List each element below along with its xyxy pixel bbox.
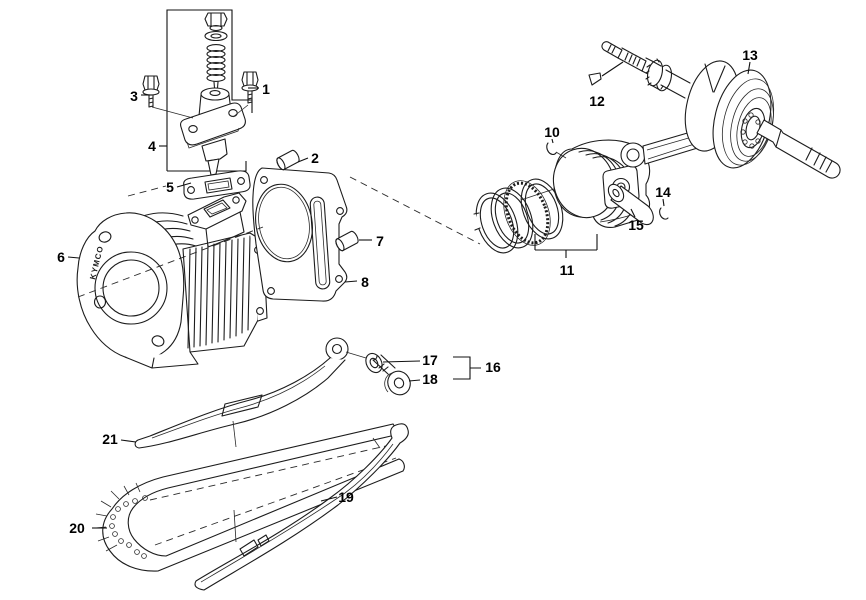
tensioner-assembly-drawing [181, 13, 246, 180]
head-gasket-drawing [250, 168, 347, 301]
woodruff-key-drawing [589, 62, 623, 85]
bolt1-alignment-line [233, 105, 248, 117]
dowel-pin-2-drawing [275, 149, 301, 171]
arm-washer-drawing [363, 351, 386, 376]
chain-guide-drawing [195, 424, 408, 590]
dowel-pin-7-drawing [334, 230, 360, 252]
flange-bolt-3-drawing [143, 76, 159, 107]
circlip-10-drawing [547, 143, 566, 158]
cylinder-drawing: KYMCO [77, 193, 267, 368]
arm-pivot-bolt-drawing [373, 355, 414, 399]
circlip-14-drawing [660, 208, 668, 219]
tensioner-arm-drawing [135, 338, 366, 448]
tensioner-gasket-drawing [184, 171, 250, 199]
piston-pin-drawing [605, 181, 653, 224]
cam-chain-drawing [95, 424, 404, 571]
stacking-alignment-lines [233, 421, 236, 542]
callout-leader-lines [68, 62, 750, 528]
piston-rings-drawing [469, 173, 571, 258]
bolt3-alignment-line [152, 107, 193, 118]
crankshaft-drawing [602, 42, 840, 178]
